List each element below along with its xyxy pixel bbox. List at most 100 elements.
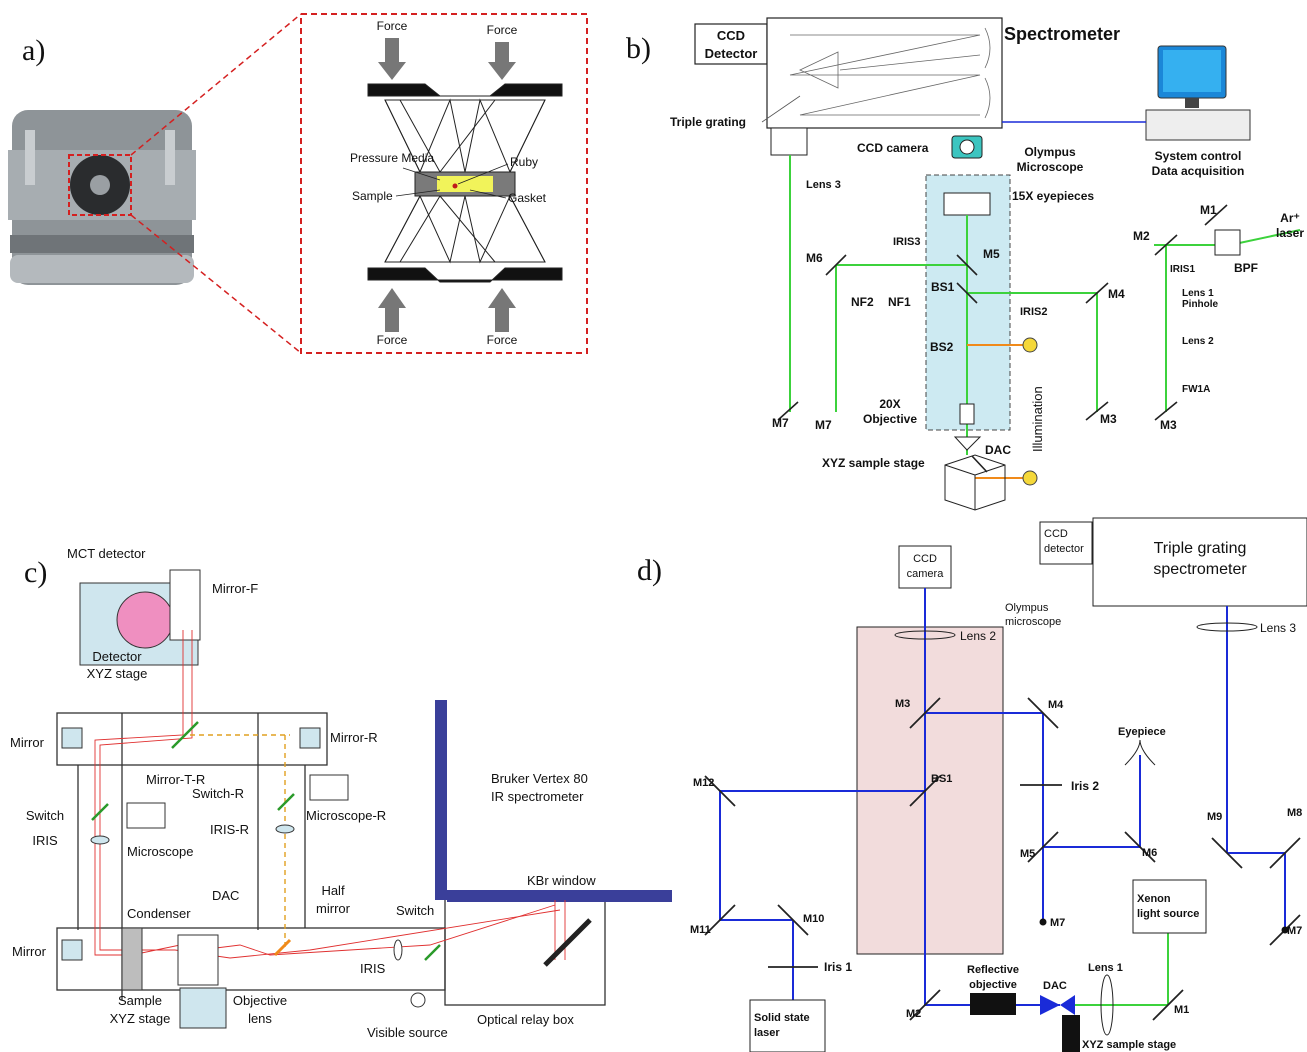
lens3-d xyxy=(1196,622,1258,632)
lamp-icon xyxy=(1022,337,1038,353)
grating-housing xyxy=(770,127,808,156)
panel-d-letter: d) xyxy=(637,554,662,587)
ccd-detector-box xyxy=(694,23,768,65)
iris1-d-label: Iris 1 xyxy=(824,960,852,974)
mirrors-d xyxy=(704,697,1301,1021)
lens1-d xyxy=(1100,974,1114,1036)
m8-label: M8 xyxy=(1287,807,1302,819)
computer-icon xyxy=(1145,45,1251,141)
m1-label: M1 xyxy=(1200,203,1217,217)
iris-r-label: IRIS-R xyxy=(210,822,249,837)
dac-label: DAC xyxy=(985,443,1011,457)
m10-label: M10 xyxy=(803,913,824,925)
sample-label: Sample xyxy=(352,189,393,203)
kbr-window-label: KBr window xyxy=(527,873,596,888)
solid-state-laser-box xyxy=(749,999,826,1052)
m11-label: M11 xyxy=(690,924,711,936)
lens1-d-label: Lens 1 xyxy=(1088,962,1123,974)
reflective-objective xyxy=(970,993,1016,1015)
spectrometer-port-vertical xyxy=(435,700,447,900)
mirrors-b xyxy=(777,204,1228,473)
ccd-camera-label: CCD camera xyxy=(857,141,929,155)
xenon-source-box xyxy=(1132,879,1207,934)
xyz-stage-b xyxy=(944,454,1006,511)
m6-d-label: M6 xyxy=(1142,847,1157,859)
visible-source-icon xyxy=(410,992,426,1008)
zoom-box xyxy=(300,13,588,354)
switch-r-label: Switch-R xyxy=(192,786,244,801)
xyz-stage-label: XYZ sample stage xyxy=(822,456,925,470)
m2-d-label: M2 xyxy=(906,1008,921,1020)
triple-grating-spectrometer-box xyxy=(1092,517,1307,607)
microscope-r-label: Microscope-R xyxy=(306,808,386,823)
m3-d-label: M3 xyxy=(895,698,910,710)
m4-label: M4 xyxy=(1108,287,1125,301)
diamond-anvil-cell-diagram xyxy=(367,83,563,283)
dac-icon xyxy=(953,436,982,451)
lens2-d xyxy=(894,630,956,640)
eyepieces-label: 15X eyepieces xyxy=(1012,189,1094,203)
dac-d-icon xyxy=(1040,995,1060,1015)
spectrometer-box xyxy=(766,17,1003,129)
iris1-label: IRIS1 xyxy=(1170,264,1195,275)
dac-d-label: DAC xyxy=(1043,980,1067,992)
mirror-r xyxy=(299,727,321,749)
gasket-label: Gasket xyxy=(508,191,547,205)
iris2-d-label: Iris 2 xyxy=(1071,779,1099,793)
lens3-d-label: Lens 3 xyxy=(1260,621,1296,635)
panel-a-letter: a) xyxy=(22,34,45,67)
ruby-label: Ruby xyxy=(510,155,538,169)
bs2-label: BS2 xyxy=(930,340,954,354)
ar-laser-label: Ar⁺laser xyxy=(1276,211,1304,240)
mirror-f-label: Mirror-F xyxy=(212,581,258,596)
bpf-cube xyxy=(1214,229,1241,256)
iris2-label: IRIS2 xyxy=(1020,306,1048,318)
mirror-t-r xyxy=(171,721,199,749)
eyepiece-box xyxy=(943,192,991,216)
panel-a: a) xyxy=(8,13,588,354)
m12-label: M12 xyxy=(693,777,714,789)
lens3-label: Lens 3 xyxy=(806,179,841,191)
ccd-camera-icon xyxy=(951,135,983,159)
switch-label: Switch xyxy=(396,903,434,918)
m4-d-label: M4 xyxy=(1048,699,1064,711)
mirror-r-label: Mirror-R xyxy=(330,730,378,745)
nf2-label: NF2 xyxy=(851,295,874,309)
fw1a-label: FW1A xyxy=(1182,384,1210,395)
blue-beam-paths xyxy=(719,588,1286,1006)
bpf-label: BPF xyxy=(1234,261,1258,275)
mirror-left-bottom xyxy=(61,939,83,961)
panel-b-letter: b) xyxy=(626,32,651,65)
m7-d-label-2: M7 xyxy=(1287,925,1302,937)
lens2-d-label: Lens 2 xyxy=(960,629,996,643)
m9-label: M9 xyxy=(1207,811,1222,823)
condenser-label: Condenser xyxy=(127,906,191,921)
half-mirror xyxy=(273,938,292,957)
force-label-top-right: Force xyxy=(487,23,518,37)
m7-label: M7 xyxy=(772,416,789,430)
spectrometer-port-horizontal xyxy=(447,890,672,902)
dac-cell-photo xyxy=(8,110,196,285)
objective-lens xyxy=(959,403,975,425)
lens1-label: Lens 1 xyxy=(1182,288,1214,299)
ccd-camera-d-box xyxy=(898,545,952,589)
m1-d-label: M1 xyxy=(1174,1004,1189,1016)
eyepiece-d-label: Eyepiece xyxy=(1118,726,1166,738)
lens2-label: Lens 2 xyxy=(1182,336,1214,347)
